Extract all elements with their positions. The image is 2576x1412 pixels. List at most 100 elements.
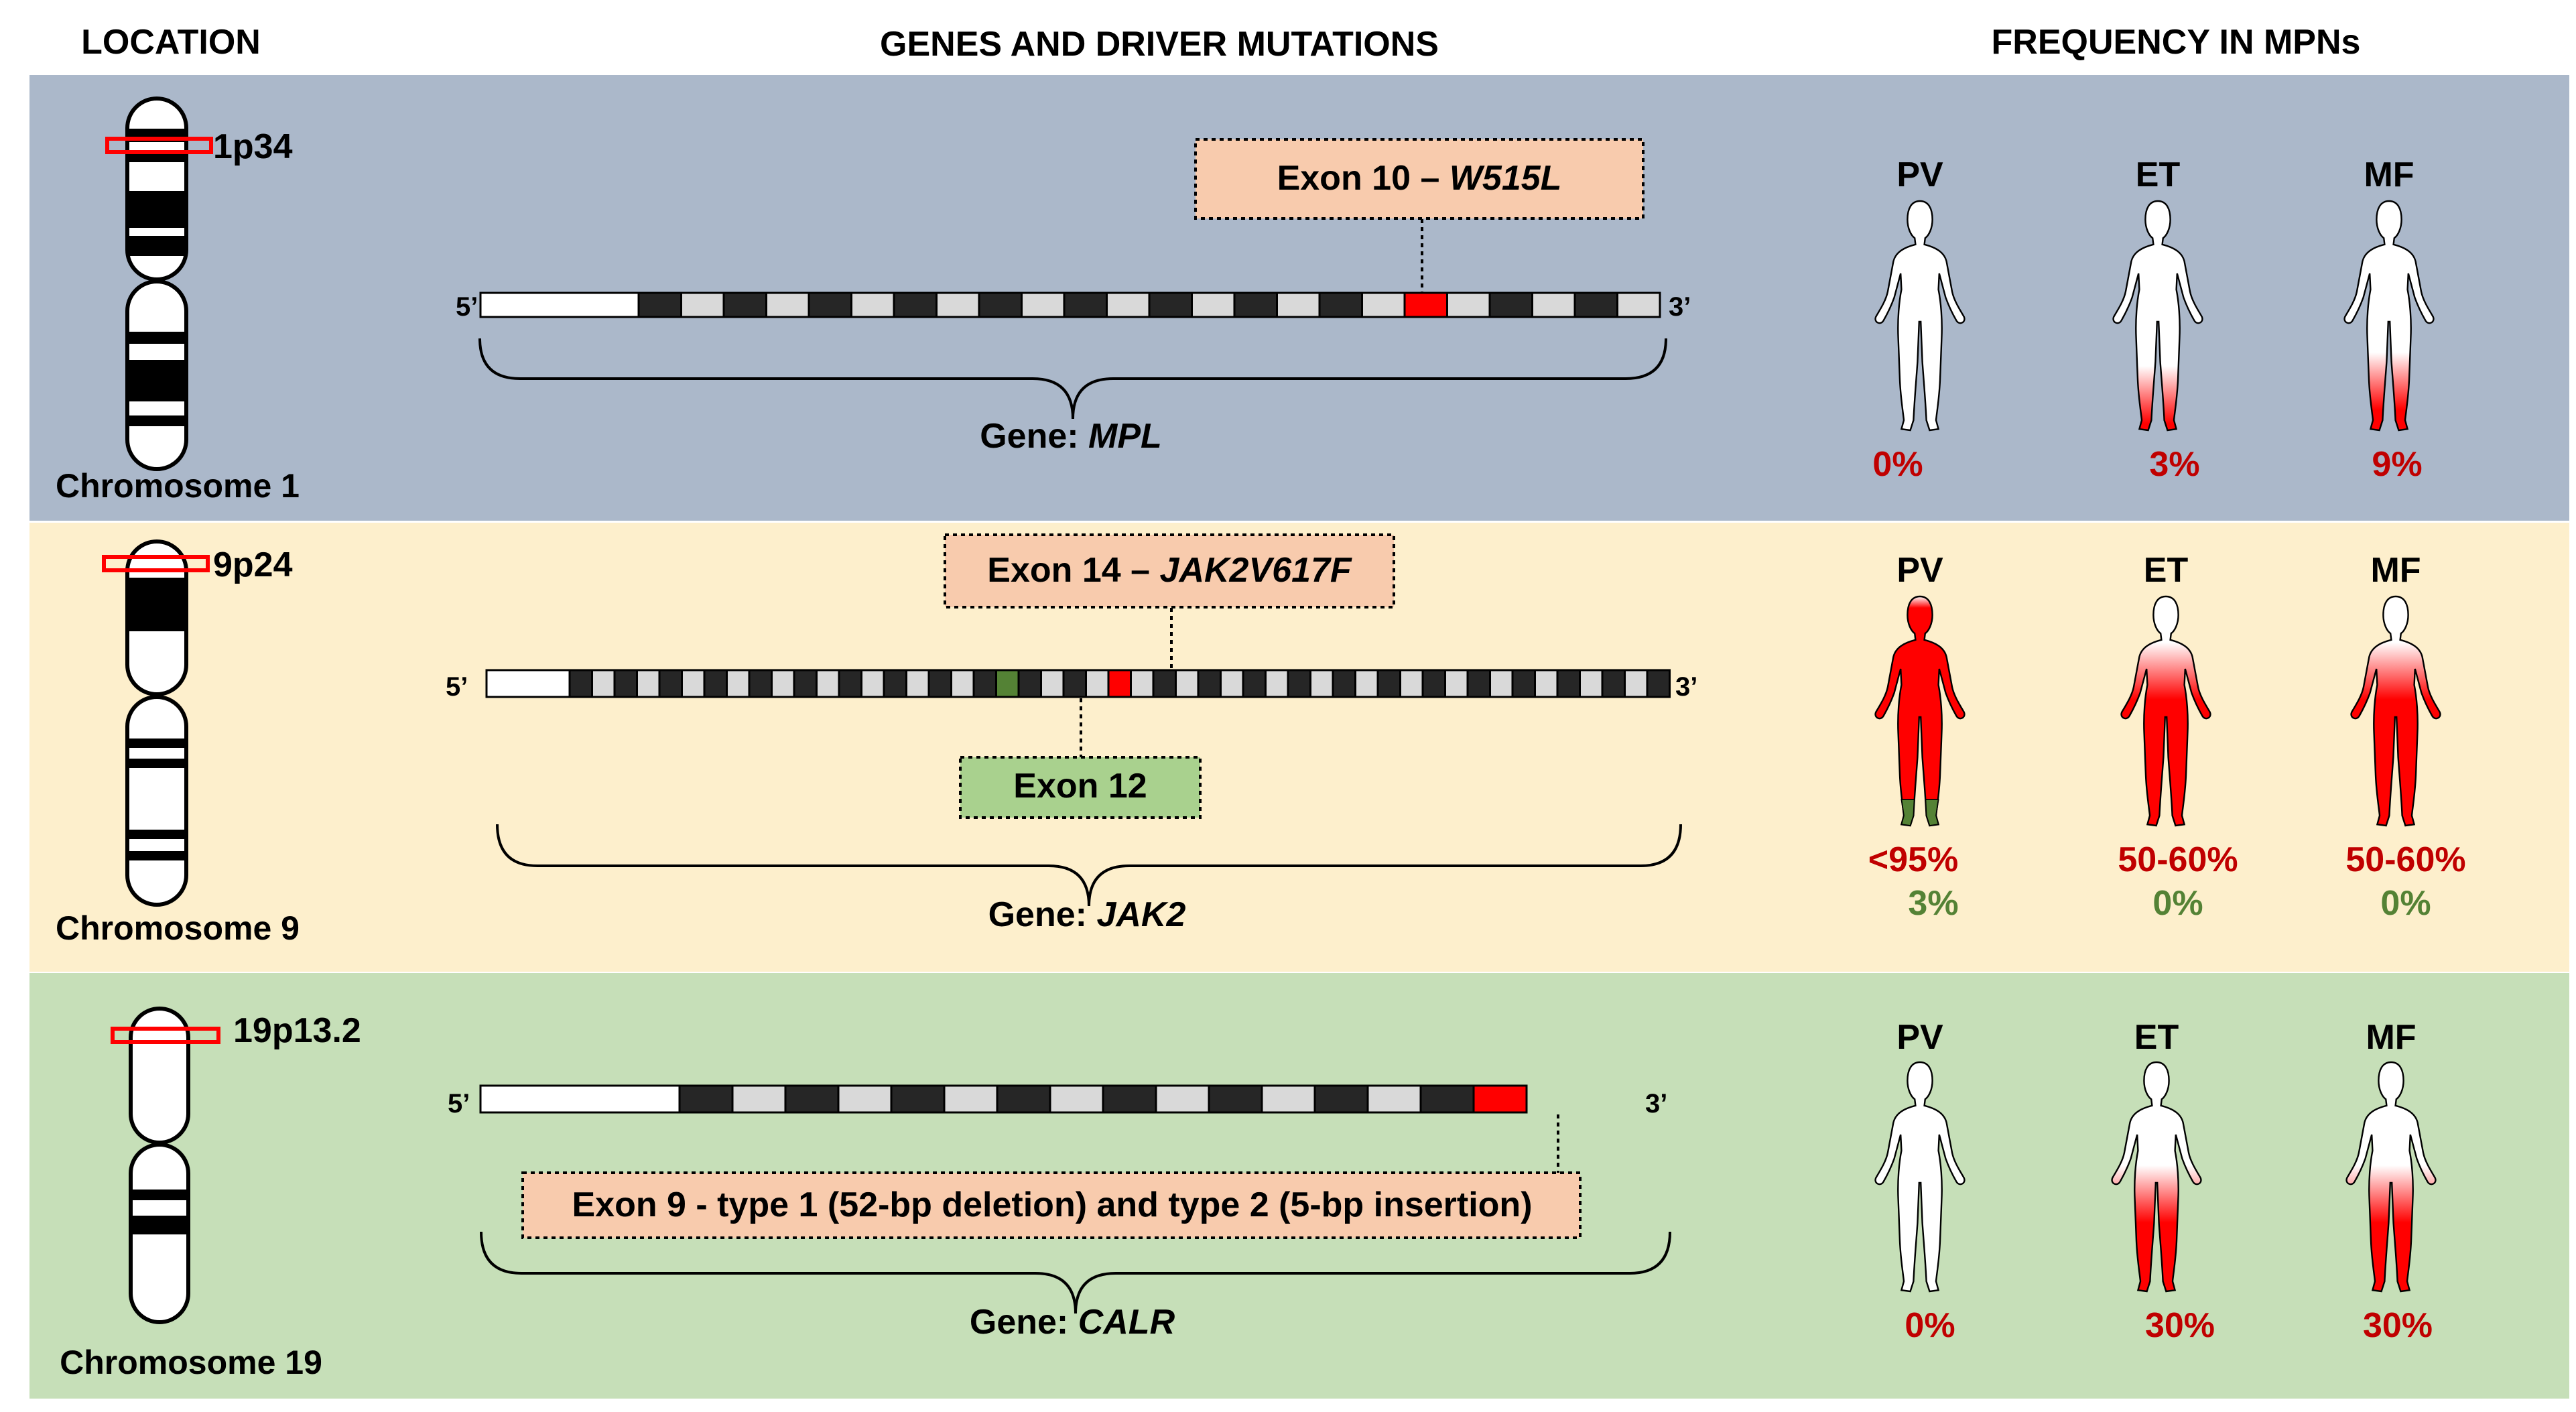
exon-segment [1354,669,1379,698]
band-label: 9p24 [213,545,293,584]
prime3-label: 3’ [1675,672,1697,702]
gene-bar-jak2 [485,669,1671,698]
exon-segment [978,292,1023,318]
header-location: LOCATION [81,23,261,62]
exon-segment [1511,669,1536,698]
disease-label: PV [1896,551,1943,590]
row-calr: 19p13.2 Chromosome 19 5’ 3’ Exon 9 - typ… [60,1007,2437,1381]
exon-segment [883,669,907,698]
exon-segment [837,1084,893,1114]
disease-label: MF [2364,155,2414,194]
exon-segment [1287,669,1311,698]
gene-label: Gene: MPL [980,417,1162,456]
exon-segment [1624,669,1649,698]
exon-segment [731,1084,787,1114]
exon-segment [636,669,661,698]
row-jak2: 9p24 Chromosome 9 5’ 3’ Exon 14 – JAK2V6… [56,533,2466,947]
gene-leader [485,669,571,698]
exon-box-main: Exon 14 – [987,551,1159,590]
frequency-value: 50-60% [2345,840,2465,879]
gene-prefix: Gene: [970,1303,1078,1342]
exon-segment [1085,669,1110,698]
exon-segment [1148,292,1193,318]
prime5-label: 5’ [448,1089,470,1118]
chromosome-label: Chromosome 19 [60,1344,322,1381]
frequency-value: 30% [2145,1306,2215,1345]
header-frequency: FREQUENCY IN MPNs [1992,23,2361,62]
exon-segment [1556,669,1581,698]
prime3-label: 3’ [1645,1089,1667,1118]
exon-segment [1233,292,1278,318]
gene-bar-calr [479,1084,1528,1114]
chromosome-label: Chromosome 9 [56,909,300,947]
exon-segment [1403,292,1448,318]
exon-segment [1040,669,1065,698]
disease-label: ET [2134,1018,2179,1057]
exon-segment [1531,292,1576,318]
exon-box-w515l [1194,138,1645,220]
prime5-label: 5’ [456,292,478,322]
prime5-label: 5’ [446,672,468,702]
exon-segment [808,292,852,318]
exon-segment [1361,292,1406,318]
exon-segment [1488,292,1533,318]
exon-segment [1376,669,1401,698]
exon-segment [1197,669,1222,698]
gene-brace [478,338,1667,420]
disease-label: MF [2366,1018,2416,1057]
exon-box-main: Exon 9 - type 1 (52-bp deletion) and typ… [572,1185,1532,1224]
exon-segment [1021,292,1066,318]
chromosome-label: Chromosome 1 [56,467,300,505]
exon-segment [726,669,751,698]
exon-segment [1332,669,1356,698]
band-label: 1p34 [213,127,293,166]
exon-segment [1573,292,1618,318]
exon-segment [1265,669,1289,698]
exon-segment [1309,669,1334,698]
exon-segment [927,669,952,698]
exon-segment [722,292,767,318]
exon12-frequency-value: 0% [2152,884,2203,923]
exon-segment [1130,669,1155,698]
exon-segment [637,292,682,318]
exon-box-calr [521,1171,1582,1239]
exon-segment [678,1084,734,1114]
exon-segment [1318,292,1363,318]
disease-label: PV [1896,155,1943,194]
exon-segment [1242,669,1267,698]
exon-segment [784,1084,840,1114]
frequency-value: 50-60% [2118,840,2238,879]
gene-leader [479,292,640,318]
frequency-value: 30% [2363,1306,2433,1345]
exon-segment [1102,1084,1157,1114]
disease-label: ET [2136,155,2181,194]
exon-segment [1220,669,1244,698]
exon-segment [1446,292,1491,318]
band-highlight-box [102,555,210,572]
exon-segment [943,1084,999,1114]
exon-box-text: Exon 14 – JAK2V617F [987,551,1352,590]
exon-segment [1313,1084,1369,1114]
exon-segment [838,669,862,698]
exon-segment [905,669,930,698]
band-highlight-box [105,137,213,154]
exon-segment [936,292,980,318]
exon-segment [681,669,706,698]
exon-segment [1472,1084,1528,1114]
exon12-frequency-value: 0% [2380,884,2431,923]
exon-segment [1489,669,1514,698]
exon-segment [1191,292,1236,318]
exon-box-mutation: W515L [1450,159,1562,198]
chromosome-9-ideogram [102,539,210,907]
exon-segment [860,669,885,698]
exon-segment [972,669,997,698]
exon-segment [1107,669,1132,698]
gene-name: CALR [1078,1303,1175,1342]
gene-label: Gene: CALR [970,1303,1175,1342]
exon-segment [1276,292,1321,318]
gene-brace [496,824,1682,907]
exon-segment [1616,292,1661,318]
gene-prefix: Gene: [980,417,1088,456]
